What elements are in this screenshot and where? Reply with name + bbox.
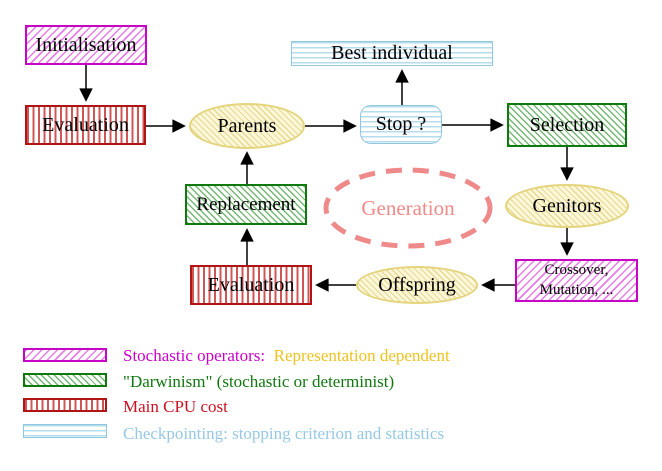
- generation-text: Generation: [361, 195, 455, 220]
- node-initialisation: Initialisation: [25, 25, 147, 65]
- legend-swatch-checkpointing: [23, 424, 107, 438]
- node-evaluation-top-label: Evaluation: [42, 113, 129, 136]
- node-evaluation-bottom-label: Evaluation: [207, 273, 295, 296]
- node-crossover-mutation: Crossover, Mutation, ...: [515, 259, 638, 302]
- node-best-individual: Best individual: [291, 41, 493, 66]
- legend-label-stochastic-operators: Stochastic operators: Representation dep…: [123, 346, 450, 366]
- node-stop-label: Stop ?: [375, 113, 427, 135]
- legend-text-representation: Representation dependent: [273, 346, 450, 365]
- legend-text-stochastic: Stochastic operators:: [123, 346, 266, 365]
- node-selection: Selection: [507, 103, 627, 147]
- legend-label-checkpointing: Checkpointing: stopping criterion and st…: [123, 424, 445, 443]
- node-offspring-label: Offspring: [378, 273, 456, 296]
- node-offspring: Offspring: [356, 266, 478, 304]
- legend-label-main-cpu-cost: Main CPU cost: [123, 397, 228, 416]
- node-genitors: Genitors: [505, 184, 629, 228]
- node-stop: Stop ?: [360, 105, 442, 144]
- node-best-individual-label: Best individual: [331, 42, 453, 64]
- node-selection-label: Selection: [529, 113, 605, 136]
- node-initialisation-label: Initialisation: [35, 33, 137, 56]
- node-crossover-line2: Mutation, ...: [539, 281, 614, 298]
- legend-text-gap: [265, 346, 274, 365]
- node-evaluation-bottom: Evaluation: [190, 265, 312, 305]
- node-parents-label: Parents: [217, 114, 277, 137]
- generation-loop-label: Generation: [323, 168, 493, 248]
- legend-swatch-stochastic-operators: [23, 348, 107, 362]
- legend-label-darwinism: "Darwinism" (stochastic or determinist): [123, 372, 395, 391]
- node-evaluation-top: Evaluation: [25, 105, 146, 145]
- legend-swatch-darwinism: [23, 373, 107, 387]
- node-parents: Parents: [189, 103, 305, 149]
- node-genitors-label: Genitors: [532, 194, 602, 217]
- legend-swatch-main-cpu-cost: [23, 398, 107, 412]
- node-replacement-label: Replacement: [196, 193, 296, 215]
- node-crossover-line1: Crossover,: [544, 262, 609, 278]
- node-replacement: Replacement: [185, 184, 307, 225]
